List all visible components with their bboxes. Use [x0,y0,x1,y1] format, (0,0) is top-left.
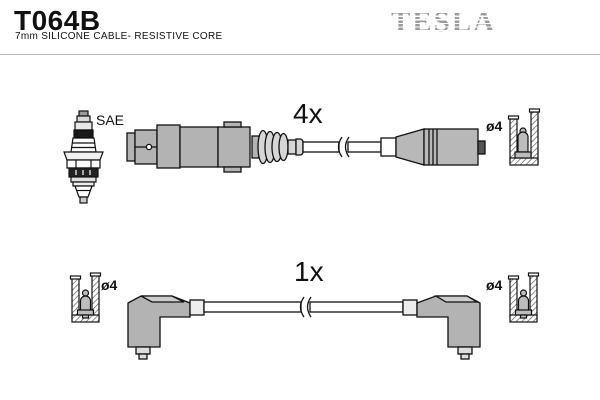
cable-assembly-straight [126,121,486,173]
terminal-socket-bottom-left [69,272,102,323]
quantity-4x-label: 4x [293,98,323,129]
connector-angled-right [402,295,481,360]
cable-break-mark [299,296,305,318]
terminal-socket-bottom-right [507,272,540,323]
part-number: T064B [14,5,101,36]
header-divider [0,54,600,55]
terminal-socket-top [507,108,541,166]
sae-terminal-label: SAE [96,112,124,128]
cable-wire [203,301,302,313]
cable-break-mark [337,136,343,158]
bellows-section [257,129,304,165]
terminal-bullet [514,127,532,159]
cable-wire [302,141,340,153]
spark-plug-icon [63,110,104,204]
quantity-1x-label: 1x [294,256,324,287]
terminal-bullet [514,289,533,319]
terminal-bullet [76,289,95,319]
cable-spec-subtitle: 7mm SILICONE CABLE- RESISTIVE CORE [15,31,223,42]
diameter-label-top: ø4 [486,118,503,134]
tesla-brand-logo: TESLA [391,6,497,38]
cable-assembly-angled [127,295,481,360]
diameter-label-bottom-left: ø4 [101,277,118,293]
connector-angled-left [127,295,205,360]
diameter-label-bottom-right: ø4 [486,277,503,293]
